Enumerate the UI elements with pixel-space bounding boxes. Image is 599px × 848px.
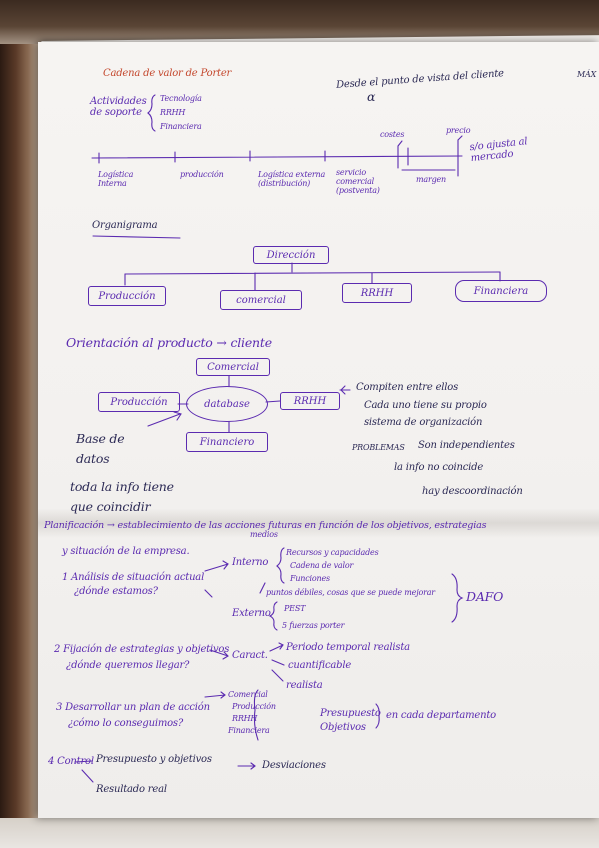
step1-internal-item3: Funciones: [290, 574, 330, 583]
orientation-title: Orientación al producto → cliente: [66, 335, 272, 350]
step1-internal: Interno: [232, 557, 269, 568]
step3-question: ¿cómo lo conseguimos?: [68, 718, 184, 729]
step3-item-presupuesto: Presupuesto: [320, 708, 381, 719]
org-node-commercial: comercial: [220, 290, 302, 310]
step2-item2: cuantificable: [288, 660, 352, 671]
support-item-finance: Financiera: [160, 122, 202, 131]
step1-weak-note: puntos débiles, cosas que se puede mejor…: [266, 588, 435, 597]
database-note-line2: datos: [76, 451, 110, 466]
alpha-symbol: α: [367, 89, 376, 104]
org-node-rrhh: RRHH: [342, 283, 412, 303]
org-node-finance: Financiera: [455, 280, 547, 302]
background-table-left: [0, 0, 40, 848]
planning-title-above: medios: [250, 530, 278, 539]
node-rrhh: RRHH: [280, 392, 340, 410]
step1-external: Externo: [232, 608, 271, 619]
side-mark: MÁX: [577, 70, 597, 79]
step3-dept-produccion: Producción: [232, 702, 276, 711]
step4-label: 4 Control: [48, 756, 94, 767]
price-label: precio: [446, 126, 471, 135]
step4-item-result: Resultado real: [96, 784, 167, 795]
primary-item-service: servicio comercial (postventa): [336, 168, 380, 195]
right-note-line1: Compiten entre ellos: [356, 382, 459, 393]
page-title: Cadena de valor de Porter: [103, 68, 232, 79]
step3-label: 3 Desarrollar un plan de acción: [56, 702, 210, 713]
step4-item-budget: Presupuesto y objetivos: [96, 754, 212, 765]
step1-external-item2: 5 fuerzas porter: [282, 621, 345, 630]
planning-title-line2: y situación de la empresa.: [62, 546, 190, 557]
margin-label: margen: [416, 175, 446, 184]
problems-label: PROBLEMAS: [352, 443, 405, 452]
node-database: database: [186, 386, 268, 422]
step3-dept-financiera: Financiera: [228, 726, 270, 735]
problem-item-1: Son independientes: [418, 440, 515, 451]
node-financiero: Financiero: [186, 432, 268, 452]
step2-item3: realista: [286, 680, 323, 691]
org-node-production: Producción: [88, 286, 166, 306]
step1-label: 1 Análisis de situación actual: [62, 572, 205, 583]
primary-item-logistics-in: Logística Interna: [98, 170, 134, 188]
paper-sheet: [38, 42, 599, 818]
step1-internal-item1: Recursos y capacidades: [286, 548, 379, 557]
org-node-direction: Dirección: [253, 246, 329, 264]
paper-fold: [38, 508, 599, 538]
node-produccion: Producción: [98, 392, 180, 412]
step1-internal-item2: Cadena de valor: [290, 561, 354, 570]
support-activities-label: Actividades de soporte: [90, 96, 147, 118]
node-comercial: Comercial: [196, 358, 270, 376]
org-chart-title: Organigrama: [92, 220, 158, 231]
problem-item-3: hay descoordinación: [422, 486, 523, 497]
primary-item-production: producción: [180, 170, 224, 179]
step4-result-deviations: Desviaciones: [262, 760, 326, 771]
right-note-line3: sistema de organización: [364, 417, 483, 428]
background-bottom: [0, 818, 599, 848]
problem-item-2: la info no coincide: [394, 462, 484, 473]
step2-charact: Caract.: [232, 650, 268, 661]
primary-item-logistics-out: Logística externa (distribución): [258, 170, 326, 188]
support-item-tech: Tecnología: [160, 94, 202, 103]
step3-note: en cada departamento: [386, 710, 496, 721]
support-item-rrhh: RRHH: [160, 108, 186, 117]
step3-item-objetivos: Objetivos: [320, 722, 366, 733]
step2-item1: Periodo temporal realista: [286, 642, 410, 653]
step1-external-item1: PEST: [284, 604, 306, 613]
step3-dept-rrhh: RRHH: [232, 714, 258, 723]
planning-title: Planificación → establecimiento de las a…: [44, 520, 487, 531]
step3-dept-comercial: Comercial: [228, 690, 268, 699]
step1-question: ¿dónde estamos?: [74, 586, 158, 597]
database-note-line1: Base de: [76, 431, 125, 446]
info-note-line2: que coincidir: [70, 499, 151, 514]
step2-label: 2 Fijación de estrategias y objetivos: [54, 644, 230, 655]
step2-question: ¿dónde queremos llegar?: [66, 660, 190, 671]
step1-result-dafo: DAFO: [466, 589, 504, 604]
costs-label: costes: [380, 130, 405, 139]
info-note-line1: toda la info tiene: [70, 479, 174, 494]
right-note-line2: Cada uno tiene su propio: [364, 400, 487, 411]
